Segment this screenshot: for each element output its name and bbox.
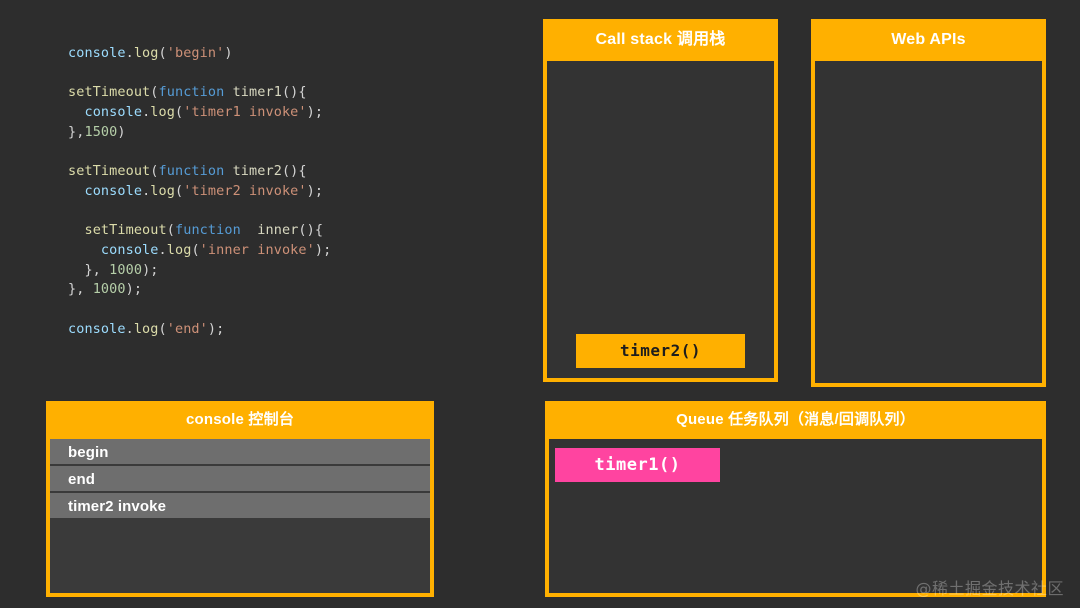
code-token: 1000 (109, 261, 143, 278)
code-token: ); (306, 182, 324, 199)
web-apis-title: Web APIs (891, 31, 966, 48)
code-token (68, 183, 84, 199)
code-line (68, 64, 508, 84)
code-token: setTimeout (84, 222, 167, 239)
code-token: ( (166, 222, 175, 239)
queue-body: timer1() (549, 439, 1042, 593)
code-token: function (174, 222, 241, 239)
code-line: console.log('end'); (68, 320, 508, 340)
code-token: . (158, 241, 167, 258)
code-token: log (150, 182, 175, 199)
code-token: ); (207, 320, 225, 337)
code-token: timer2 (232, 163, 282, 180)
code-token: }, (68, 123, 85, 140)
code-token: . (125, 45, 134, 61)
call-stack-title: Call stack 调用栈 (595, 31, 726, 48)
code-token: }, (68, 261, 110, 278)
code-token: ( (174, 104, 184, 121)
code-token: ); (125, 281, 143, 298)
code-token: (){ (298, 222, 324, 239)
code-line: }, 1000); (68, 280, 508, 300)
code-token: ) (117, 123, 126, 140)
code-line: },1500) (68, 123, 508, 143)
code-token: ); (314, 241, 332, 258)
code-token: (){ (281, 163, 307, 180)
call-stack-body: timer2() (547, 61, 774, 378)
queue-panel: Queue 任务队列（消息/回调队列） timer1() (545, 401, 1046, 597)
code-token: . (142, 104, 151, 121)
code-token: 1500 (84, 123, 118, 140)
code-token: ( (191, 241, 200, 258)
code-token (68, 242, 101, 258)
code-line: console.log('begin') (68, 44, 508, 64)
code-token: . (142, 182, 151, 199)
code-token: timer1 (232, 84, 282, 101)
code-token: . (125, 320, 134, 337)
code-token: inner (257, 222, 299, 239)
code-line: setTimeout(function timer1(){ (68, 83, 508, 103)
code-token: setTimeout (68, 84, 151, 101)
code-token: 'end' (166, 320, 208, 337)
code-line: console.log('timer2 invoke'); (68, 182, 508, 202)
code-token (224, 163, 232, 179)
code-token: log (150, 104, 175, 121)
code-listing: console.log('begin') setTimeout(function… (68, 44, 508, 339)
code-line: }, 1000); (68, 261, 508, 281)
code-token: log (166, 241, 192, 258)
code-token: console (68, 320, 126, 337)
code-token: 1000 (92, 281, 126, 298)
code-token (68, 222, 84, 238)
code-token: setTimeout (68, 163, 151, 180)
code-token (241, 222, 257, 238)
console-row: end (50, 466, 430, 493)
code-line: console.log('timer1 invoke'); (68, 103, 508, 123)
code-token: }, (68, 281, 93, 298)
call-stack-frame[interactable]: timer2() (576, 334, 745, 368)
code-token: ( (150, 163, 159, 180)
queue-title: Queue 任务队列（消息/回调队列） (676, 411, 915, 428)
code-line (68, 300, 508, 320)
code-token: 'begin' (166, 45, 225, 61)
code-token (68, 104, 84, 120)
code-token: console (84, 182, 143, 199)
console-row: timer2 invoke (50, 493, 430, 520)
code-token: log (133, 320, 159, 337)
queue-item[interactable]: timer1() (555, 448, 720, 482)
code-token: ( (174, 182, 184, 199)
code-token: console (84, 104, 143, 121)
code-line (68, 142, 508, 162)
code-token: ) (224, 45, 233, 61)
web-apis-panel: Web APIs (811, 19, 1046, 387)
code-token: (){ (281, 84, 307, 101)
code-line: setTimeout(function inner(){ (68, 221, 508, 241)
code-token (224, 84, 232, 100)
code-line: setTimeout(function timer2(){ (68, 162, 508, 182)
code-line (68, 202, 508, 222)
code-token: console (100, 241, 159, 258)
code-token: ( (158, 45, 167, 61)
code-token: console (68, 45, 126, 61)
code-token: ( (158, 320, 167, 337)
code-token: function (158, 163, 225, 180)
code-token: ); (142, 261, 159, 278)
code-token: 'timer1 invoke' (183, 104, 307, 121)
call-stack-panel: Call stack 调用栈 timer2() (543, 19, 778, 382)
code-token: function (158, 84, 225, 101)
code-token: ( (150, 84, 159, 101)
code-token: log (133, 45, 159, 61)
code-line: console.log('inner invoke'); (68, 241, 508, 261)
console-title: console 控制台 (185, 411, 295, 428)
code-token: ); (306, 104, 324, 121)
code-token: 'inner invoke' (199, 241, 315, 258)
code-token: 'timer2 invoke' (183, 182, 307, 199)
console-row: begin (50, 439, 430, 466)
web-apis-body (815, 61, 1042, 383)
